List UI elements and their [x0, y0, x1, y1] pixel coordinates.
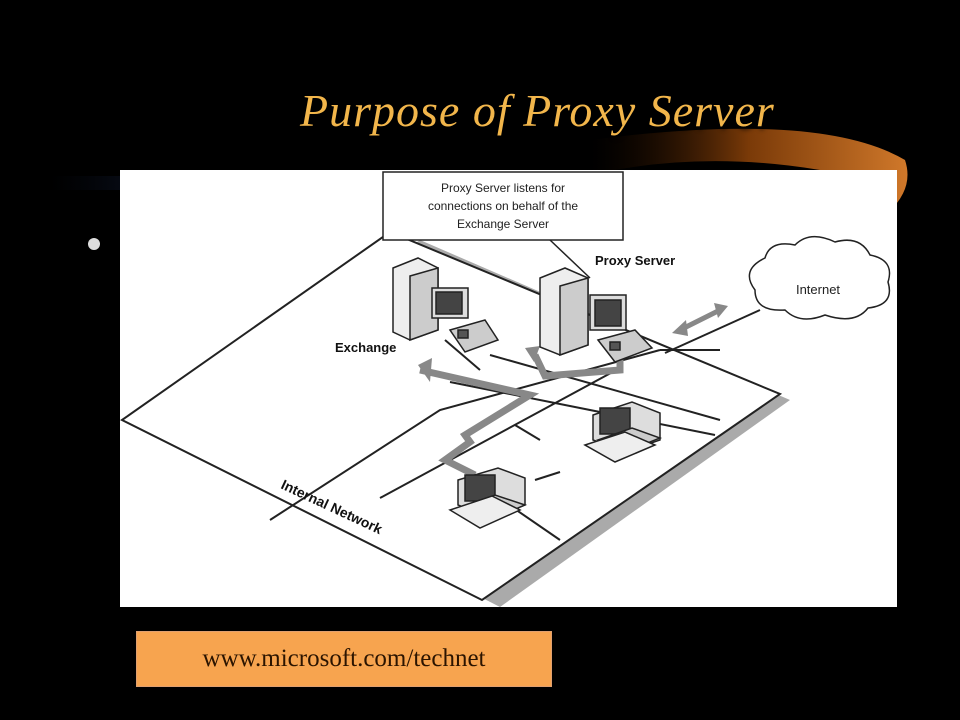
workstation-icon	[448, 467, 528, 529]
proxy-server-label: Proxy Server	[595, 253, 675, 268]
slide-title: Purpose of Proxy Server	[300, 85, 775, 136]
callout-pointer	[549, 239, 591, 279]
internet-arrow-left	[672, 320, 688, 336]
callout-line-2: connections on behalf of the	[428, 199, 578, 213]
internet-arrow-right	[714, 303, 728, 318]
internet-label: Internet	[796, 282, 840, 297]
network-floor	[120, 230, 783, 602]
proxy-server-icon	[539, 267, 654, 363]
exchange-server-icon	[392, 257, 500, 353]
callout-line-1: Proxy Server listens for	[441, 181, 565, 195]
exchange-label: Exchange	[335, 340, 396, 355]
internet-cable	[664, 309, 761, 354]
callout-box	[382, 171, 624, 241]
callout-line-3: Exchange Server	[457, 217, 549, 231]
arrow-head-proxy	[525, 346, 540, 362]
network-diagram-svg: Proxy Server listens for connections on …	[120, 171, 891, 607]
internet-cloud-icon	[748, 236, 891, 320]
workstation-icon	[583, 401, 663, 463]
source-link-box[interactable]: www.microsoft.com/technet	[136, 631, 552, 687]
source-link[interactable]: www.microsoft.com/technet	[202, 645, 486, 672]
bullet-point	[88, 238, 100, 250]
network-diagram: Proxy Server listens for connections on …	[120, 170, 897, 607]
arrow-head-exchange	[418, 358, 432, 382]
